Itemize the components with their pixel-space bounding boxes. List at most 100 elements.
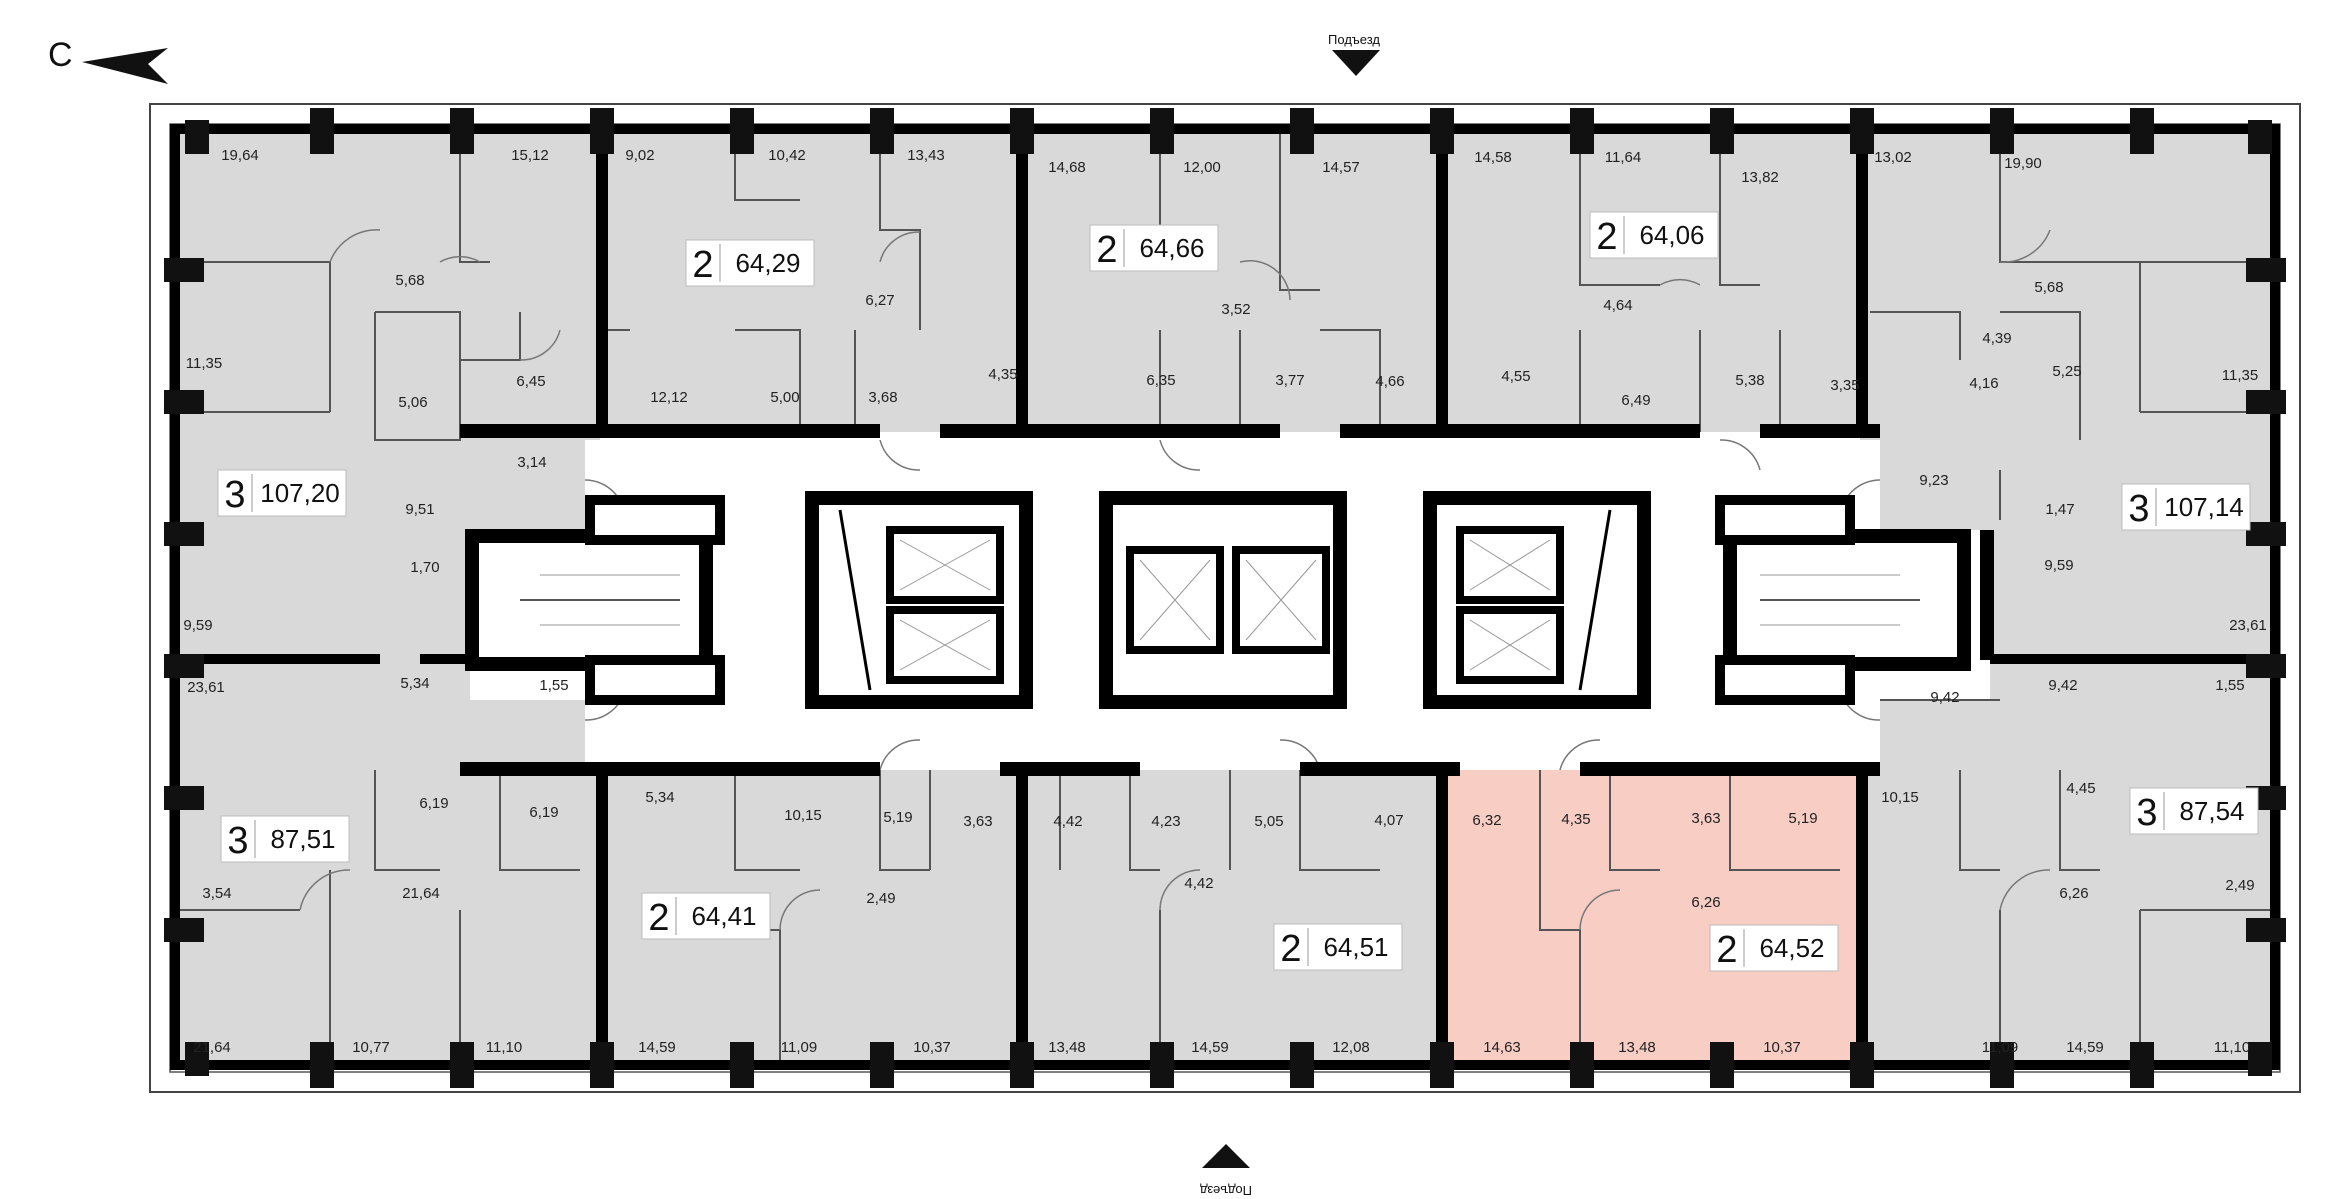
room-area-label: 4,16	[1969, 375, 1998, 392]
room-area-label: 5,25	[2052, 363, 2081, 380]
badge-box	[220, 815, 350, 863]
badge-box	[685, 239, 815, 287]
room-area-label: 6,32	[1472, 812, 1501, 829]
room-area-label: 5,38	[1735, 372, 1764, 389]
room-area-label: 1,55	[2215, 677, 2244, 694]
apartment-area-value: 87,51	[270, 824, 335, 854]
room-area-label: 6,19	[529, 804, 558, 821]
room-area-label: 4,64	[1603, 297, 1632, 314]
room-area-label: 3,14	[517, 454, 546, 471]
room-area-label: 5,68	[395, 272, 424, 289]
room-area-label: 4,55	[1501, 368, 1530, 385]
room-area-label: 4,35	[988, 366, 1017, 383]
apartment-area-s3-highlighted[interactable]	[1440, 770, 1860, 1062]
room-area-label: 19,90	[2004, 155, 2042, 172]
room-area-label: 11,09	[781, 1039, 817, 1056]
room-area-label: 5,68	[2034, 279, 2063, 296]
room-area-label: 13,48	[1048, 1039, 1086, 1056]
facade-columns	[164, 108, 2286, 1088]
room-count: 3	[224, 474, 245, 516]
room-area-label: 9,02	[625, 147, 654, 164]
apartment-area-value: 64,51	[1323, 932, 1388, 962]
badge-box	[641, 892, 771, 940]
entrance-top: Подъезд	[1328, 32, 1380, 76]
room-area-label: 12,00	[1183, 159, 1221, 176]
apartment-area-nw	[180, 132, 600, 660]
room-area-label: 14,58	[1474, 149, 1512, 166]
room-area-label: 1,47	[2045, 501, 2074, 518]
room-area-label: 13,43	[907, 147, 945, 164]
room-area-label: 5,34	[400, 675, 429, 692]
apartment-area-n3	[1440, 132, 1860, 432]
room-area-label: 4,23	[1151, 813, 1180, 830]
room-area-label: 14,63	[1483, 1039, 1521, 1056]
badge-box	[217, 469, 347, 517]
badge-box	[1089, 224, 1219, 272]
room-area-label: 13,02	[1874, 149, 1912, 166]
room-area-label: 21,64	[193, 1039, 231, 1056]
room-area-label: 3,35	[1830, 377, 1859, 394]
room-area-label: 10,42	[768, 147, 806, 164]
room-area-label: 14,59	[1191, 1039, 1229, 1056]
room-area-label: 10,15	[1881, 789, 1919, 806]
room-area-label: 4,66	[1375, 373, 1404, 390]
room-area-label: 12,08	[1332, 1039, 1370, 1056]
room-area-label: 11,09	[1982, 1039, 2018, 1056]
room-area-label: 9,51	[405, 501, 434, 518]
room-area-label: 6,26	[2059, 885, 2088, 902]
room-area-label: 4,39	[1982, 330, 2011, 347]
room-area-label: 10,37	[913, 1039, 951, 1056]
room-area-label: 6,19	[419, 795, 448, 812]
compass-label: С	[48, 36, 73, 74]
room-area-label: 3,63	[963, 813, 992, 830]
badge-box	[2129, 787, 2259, 835]
room-area-label: 13,48	[1618, 1039, 1656, 1056]
room-area-label: 11,10	[2214, 1039, 2250, 1056]
apartment-area-value: 64,52	[1759, 933, 1824, 963]
room-area-label: 9,42	[1930, 689, 1959, 706]
room-area-label: 23,61	[187, 679, 225, 696]
room-area-label: 3,77	[1275, 372, 1304, 389]
room-area-label: 5,00	[770, 389, 799, 406]
room-area-label: 2,49	[866, 890, 895, 907]
room-count: 2	[1096, 229, 1117, 271]
room-area-label: 5,05	[1254, 813, 1283, 830]
room-area-label: 10,15	[784, 807, 822, 824]
room-area-label: 4,35	[1561, 811, 1590, 828]
room-area-label: 9,23	[1919, 472, 1948, 489]
compass: С	[48, 36, 168, 84]
room-area-label: 9,59	[183, 617, 212, 634]
room-area-label: 6,27	[865, 292, 894, 309]
apartment-area-value: 64,29	[735, 248, 800, 278]
apartment-areas	[180, 132, 2270, 1062]
structural-walls	[170, 124, 2280, 1070]
room-area-label: 6,35	[1146, 372, 1175, 389]
room-area-label: 5,34	[645, 789, 674, 806]
room-area-label: 23,61	[2229, 617, 2267, 634]
apartment-area-n2	[1020, 132, 1440, 432]
room-area-label: 13,82	[1741, 169, 1779, 186]
entrance-bottom: Подъезд	[1200, 1144, 1252, 1198]
badge-box	[1273, 923, 1403, 971]
entrance-bottom-label: Подъезд	[1200, 1183, 1252, 1198]
room-area-label: 6,45	[516, 373, 545, 390]
room-count: 2	[648, 897, 669, 939]
room-count: 2	[1716, 929, 1737, 971]
room-area-label: 9,42	[2048, 677, 2077, 694]
room-count: 2	[1280, 928, 1301, 970]
room-area-label: 5,19	[1788, 810, 1817, 827]
room-area-label: 14,57	[1322, 159, 1360, 176]
apartment-area-value: 64,41	[691, 901, 756, 931]
